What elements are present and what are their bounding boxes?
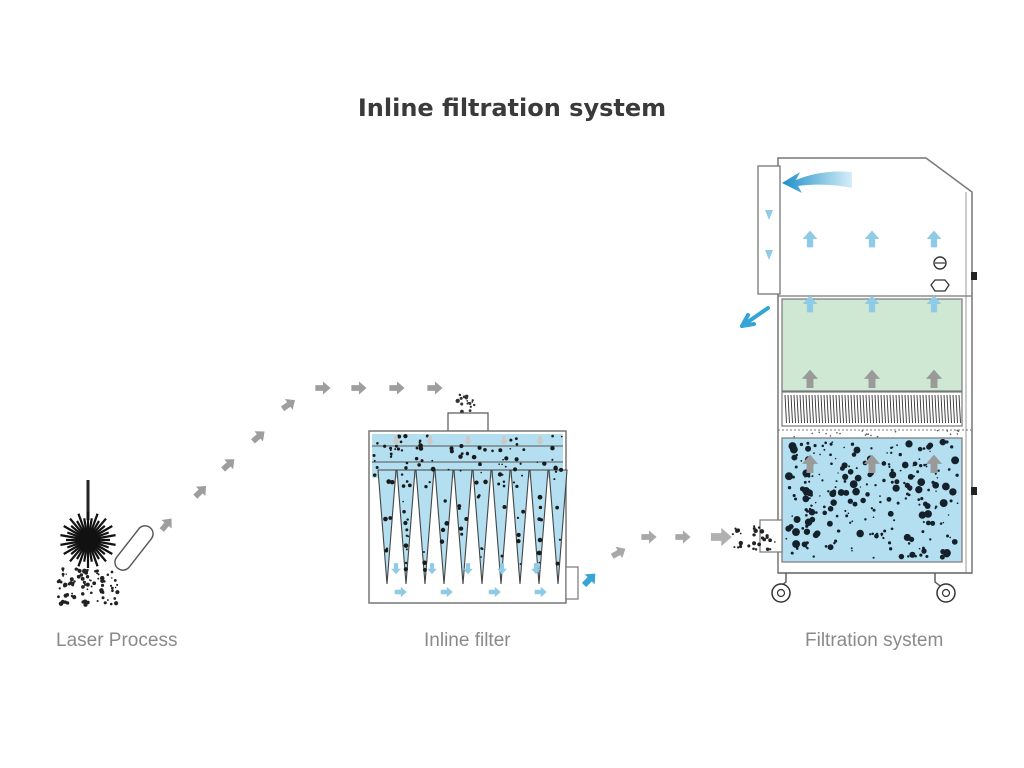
flow-arrow: [926, 295, 942, 313]
flow-arrow: [926, 230, 942, 248]
flow-arrow: [535, 435, 545, 446]
flow-arrow: [802, 295, 818, 313]
flow-arrow: [534, 586, 547, 598]
caster-wheel-right: [934, 573, 956, 603]
caster-wheel-left: [771, 573, 791, 603]
flow-arrow: [251, 431, 265, 444]
caption-inline-filter: Inline filter: [424, 630, 511, 651]
flow-arrow: [440, 586, 453, 598]
inline-filter-outlet: [565, 566, 579, 600]
exhaust-down-arrow: [765, 250, 773, 260]
clean-air-out-arrow: [740, 306, 770, 328]
caption-filtration-system: Filtration system: [805, 630, 944, 651]
laser-debris-particles: [56, 567, 120, 607]
flow-arrow: [864, 295, 880, 313]
laser-process-illustration: [56, 480, 154, 607]
flow-arrow: [802, 230, 818, 248]
flow-arrow: [710, 527, 732, 547]
inline-filter-inlet: [447, 412, 489, 432]
filtration-inlet: [759, 519, 783, 553]
prefilter-pleats: [784, 394, 961, 424]
flow-arrow: [389, 381, 405, 395]
caption-laser-process: Laser Process: [56, 630, 178, 651]
laser-burst-icon: [60, 512, 116, 568]
diagram-title: Inline filtration system: [357, 94, 667, 122]
flow-arrow: [675, 530, 691, 544]
inline-filter-unit: [368, 412, 579, 604]
exhaust-down-arrow: [765, 210, 773, 220]
flow-arrow: [610, 546, 626, 559]
flow-arrow: [641, 530, 657, 544]
control-button: [930, 279, 950, 292]
flow-arrow: [280, 399, 296, 412]
flow-arrow: [193, 485, 207, 499]
suction-nozzle: [114, 525, 154, 571]
exhaust-curved-arrow: [782, 171, 852, 193]
flow-arrow: [581, 573, 596, 588]
flow-arrow: [351, 381, 367, 395]
filtration-system-unit: [731, 157, 977, 603]
flow-arrow: [864, 230, 880, 248]
flow-arrow: [315, 381, 331, 395]
inline-filter-particles: [372, 433, 564, 572]
inlet-particles: [731, 525, 776, 551]
filter-cartridges: [377, 469, 568, 585]
flow-arrow: [159, 518, 172, 532]
flow-arrow: [394, 586, 407, 598]
flow-arrow: [427, 381, 443, 395]
flow-arrow: [488, 586, 501, 598]
flow-arrows-inline-to-filtration: [581, 527, 732, 588]
exhaust-outlet: [757, 165, 781, 295]
flow-arrow: [221, 459, 235, 472]
chamber-particles: [784, 429, 960, 560]
